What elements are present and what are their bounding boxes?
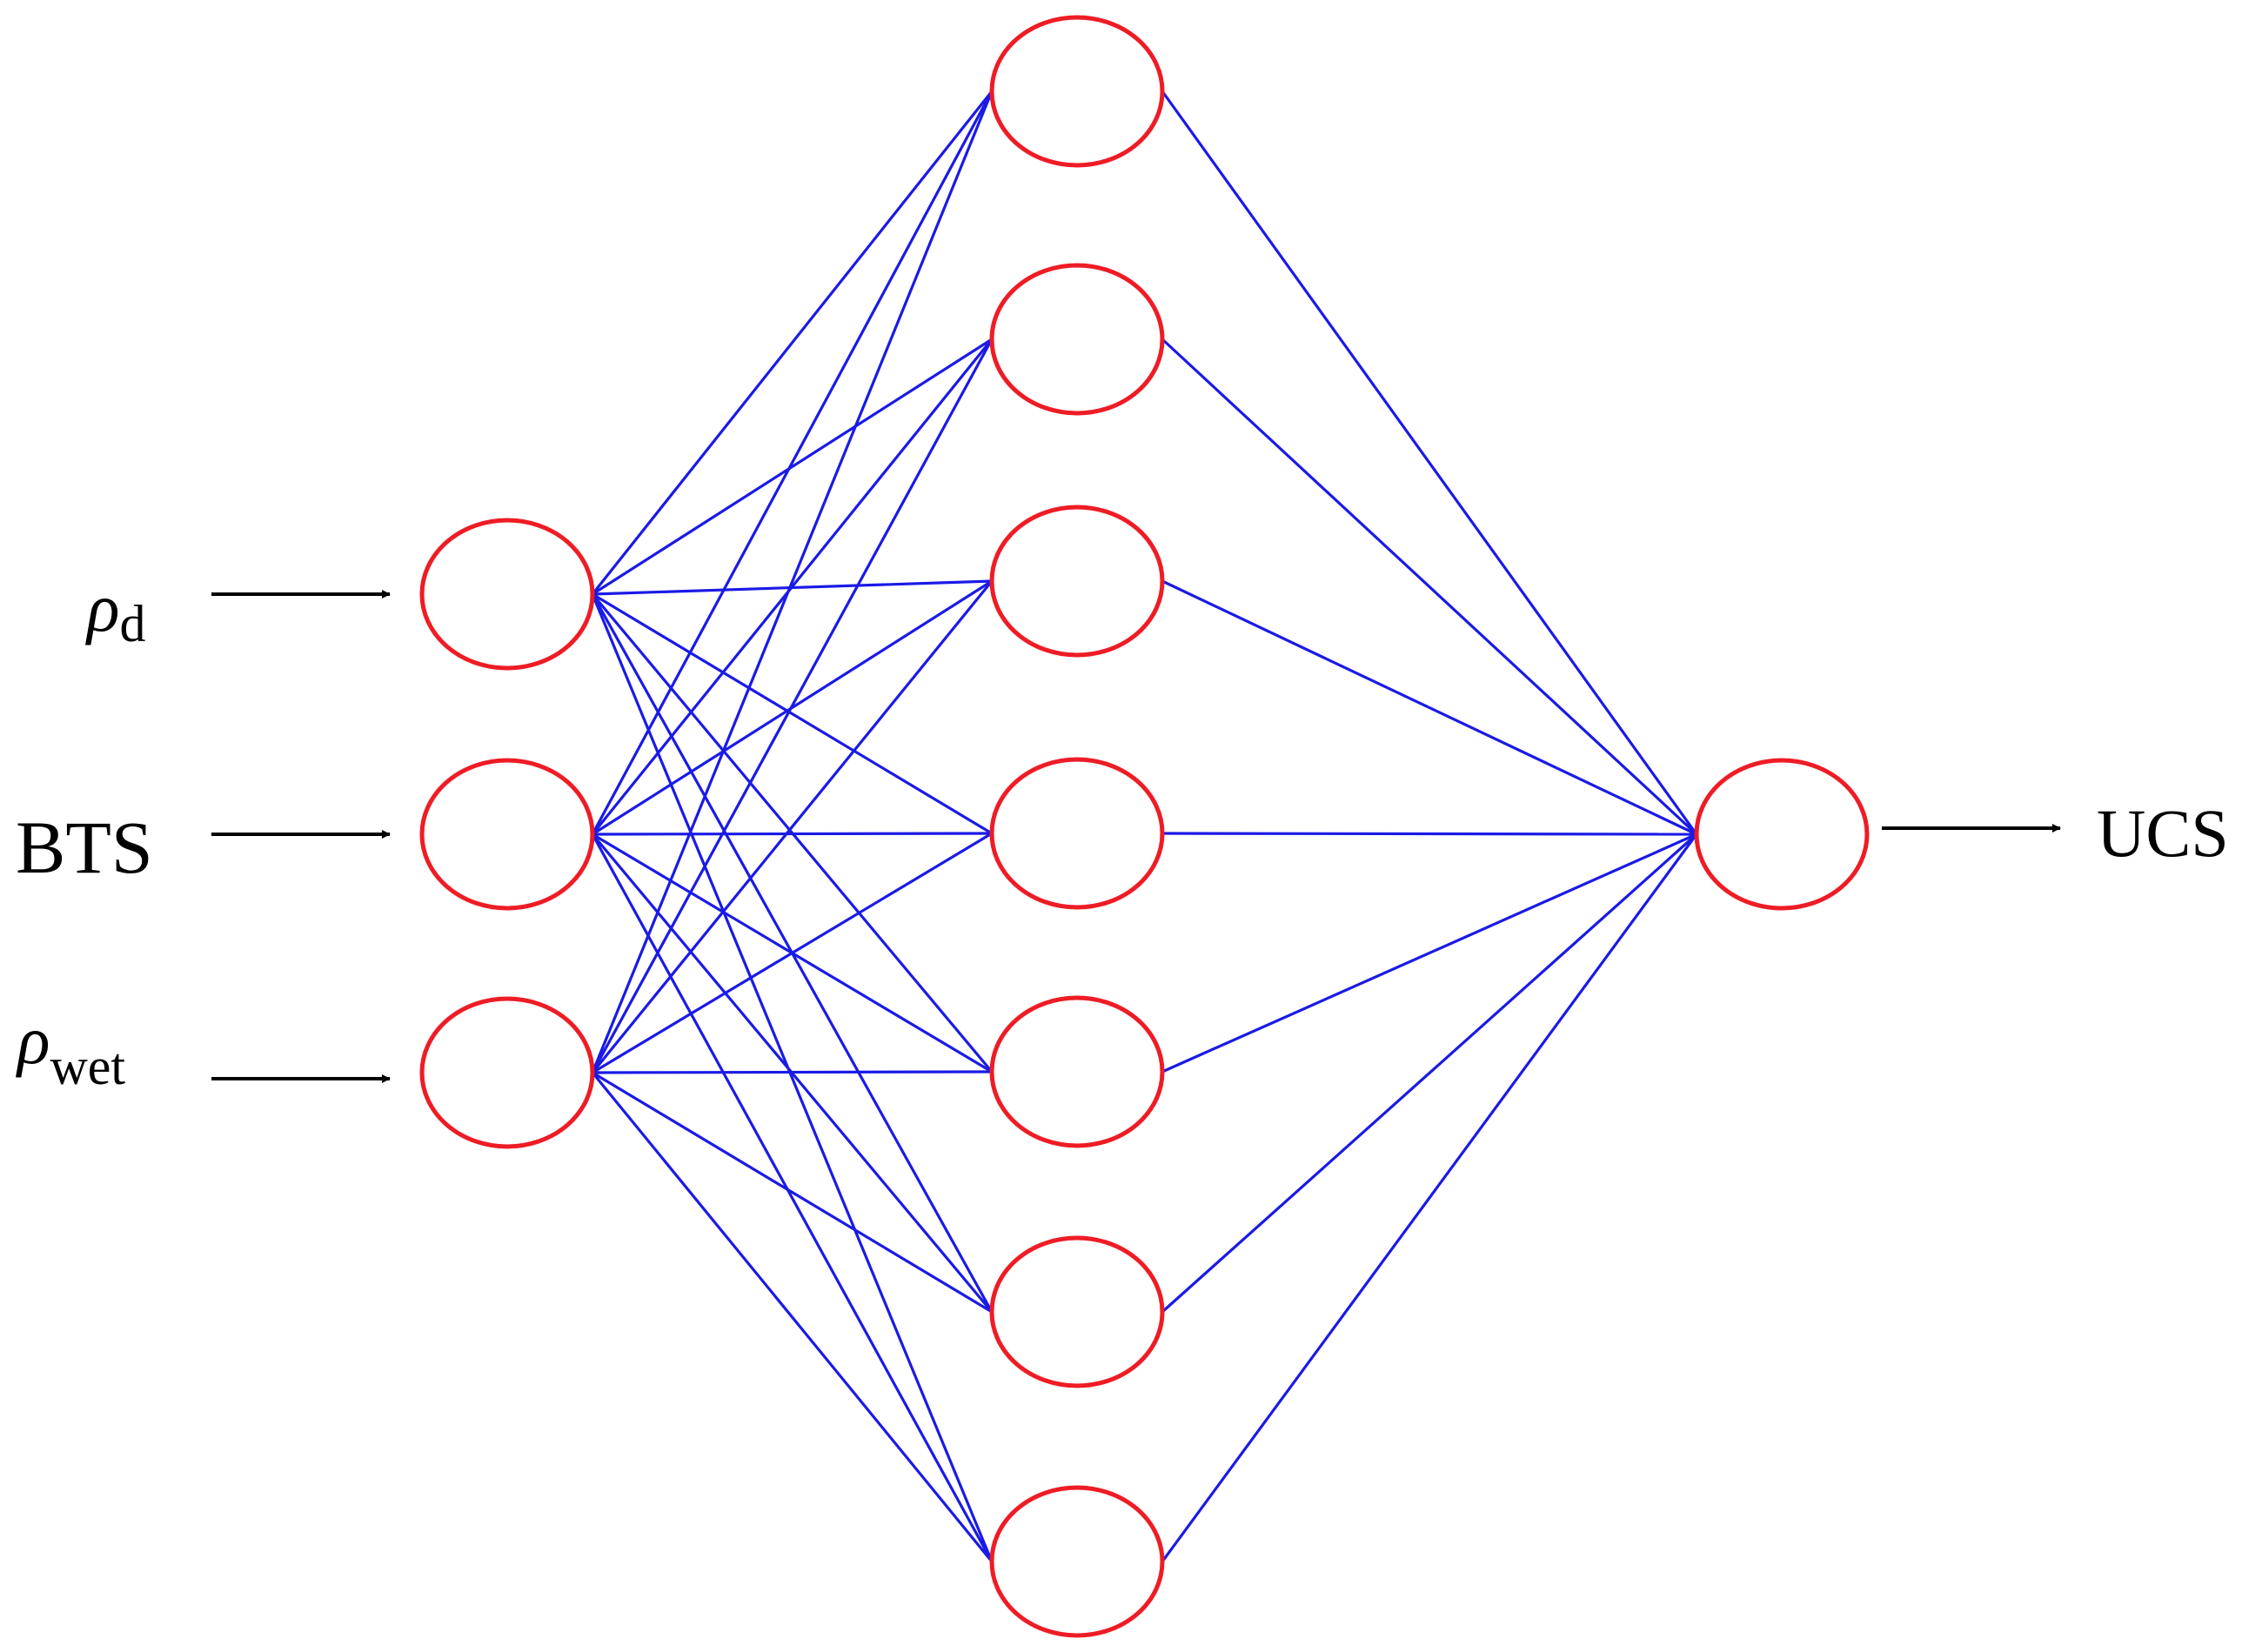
edge-input-2-hidden-4 (592, 832, 993, 836)
edge-input-3-hidden-1 (591, 90, 994, 1073)
edge-hidden-7-output (1161, 833, 1698, 1562)
edge-input-1-hidden-7 (591, 593, 994, 1562)
edge-input-2-hidden-7 (591, 833, 994, 1562)
edge-hidden-6-output (1161, 833, 1698, 1314)
edge-input-2-hidden-2 (591, 338, 994, 836)
edge-input-1-hidden-2 (592, 338, 993, 596)
edge-input-3-hidden-3 (591, 579, 994, 1074)
output-node (1694, 758, 1870, 911)
edge-input-3-hidden-6 (592, 1071, 993, 1314)
edge-hidden-4-output (1161, 832, 1697, 836)
input-node-1 (419, 518, 595, 671)
input-node-3 (419, 996, 595, 1149)
edge-hidden-3-output (1161, 579, 1697, 836)
input-label-bts: BTS (16, 806, 153, 889)
connection-edges (591, 90, 1698, 1563)
edge-hidden-1-output (1161, 90, 1698, 835)
hidden-node-4 (989, 757, 1165, 910)
input-label-rho-wet: ρwet (16, 1002, 125, 1095)
hidden-node-5 (989, 995, 1165, 1148)
output-label-ucs: UCS (2097, 795, 2229, 871)
hidden-node-3 (989, 505, 1165, 658)
edge-input-3-hidden-5 (592, 1070, 993, 1074)
edge-input-2-hidden-1 (591, 90, 994, 835)
hidden-node-2 (989, 263, 1165, 416)
input-label-rho-d: ρd (85, 570, 145, 652)
edge-input-1-hidden-4 (592, 592, 993, 835)
edge-hidden-5-output (1161, 833, 1697, 1073)
edge-hidden-2-output (1161, 338, 1698, 836)
hidden-node-6 (989, 1235, 1165, 1388)
network-nodes (419, 15, 1870, 1638)
hidden-node-7 (989, 1485, 1165, 1638)
input-node-2 (419, 758, 595, 911)
edge-input-3-hidden-4 (592, 832, 993, 1074)
edge-input-3-hidden-2 (591, 338, 994, 1073)
hidden-node-1 (989, 15, 1165, 168)
edge-input-3-hidden-7 (591, 1071, 994, 1563)
edge-input-1-hidden-1 (591, 90, 994, 595)
io-arrows (211, 590, 2061, 1083)
